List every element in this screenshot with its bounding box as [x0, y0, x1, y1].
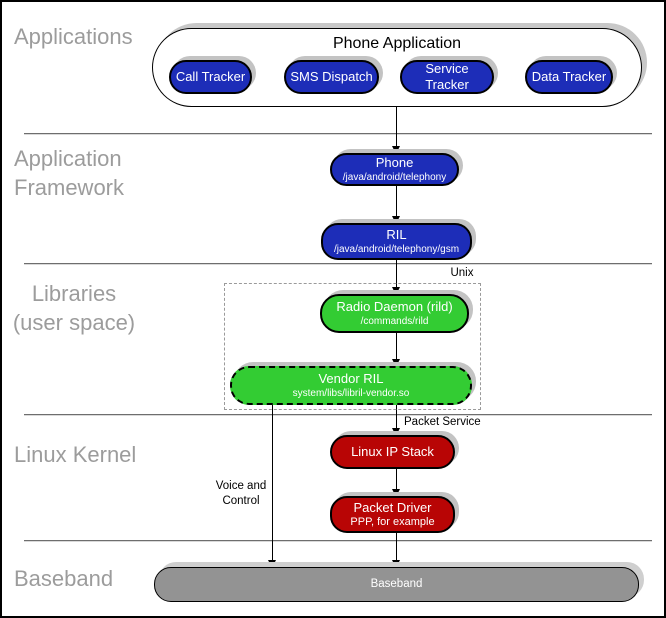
node-subtitle: system/libs/libril-vendor.so: [292, 387, 410, 399]
node-baseband: Baseband: [154, 567, 639, 602]
phone-application-title: Phone Application: [332, 35, 462, 52]
node-subtitle: PPP, for example: [350, 516, 435, 529]
arrow-phoneapp-to-phone: [392, 107, 400, 154]
arrowhead-icon: [392, 489, 400, 497]
node-title: Linux IP Stack: [351, 443, 434, 459]
node-label: Service Tracker: [425, 60, 469, 92]
divider-libraries-kernel: [24, 414, 652, 416]
layer-label-libraries: Libraries (user space): [12, 281, 136, 336]
node-label: SMS Dispatch: [290, 68, 373, 84]
node-phone: Phone /java/android/telephony: [330, 153, 459, 186]
node-title: Baseband: [370, 578, 423, 591]
divider-applications-framework: [24, 133, 652, 135]
layer-label-applications: Applications: [14, 24, 133, 49]
layer-label-linux-kernel: Linux Kernel: [14, 442, 137, 467]
node-radio-daemon: Radio Daemon (rild) /commands/rild: [320, 294, 469, 333]
node-label: Call Tracker: [175, 68, 246, 84]
node-packet-driver: Packet Driver PPP, for example: [330, 496, 455, 533]
layer-label-application-framework: Application Framework: [14, 146, 125, 201]
node-title: Vendor RIL: [318, 371, 384, 387]
arrow-ril-to-radio-daemon: [392, 260, 400, 295]
arrowhead-icon: [392, 216, 400, 224]
node-sms-dispatch: SMS Dispatch: [284, 60, 379, 94]
arrow-ip-stack-to-packet-driver: [392, 469, 400, 497]
arrow-phone-to-ril: [392, 186, 400, 224]
arrowhead-icon: [392, 287, 400, 295]
node-call-tracker: Call Tracker: [169, 60, 252, 94]
arrow-packet-driver-to-baseband: [392, 533, 400, 568]
divider-kernel-baseband: [24, 540, 652, 542]
node-title: RIL: [386, 227, 407, 243]
node-title: Radio Daemon (rild): [336, 299, 453, 315]
packet-service-label: Packet Service: [404, 416, 481, 428]
divider-framework-libraries: [24, 263, 652, 265]
arrowhead-icon: [392, 560, 400, 568]
arrowhead-icon: [392, 146, 400, 154]
node-title: Phone: [375, 155, 414, 171]
node-subtitle: /java/android/telephony/gsm: [333, 243, 460, 255]
voice-control-label: Voice and Control: [215, 480, 267, 507]
node-ril: RIL /java/android/telephony/gsm: [321, 223, 472, 260]
node-subtitle: /java/android/telephony: [342, 171, 447, 183]
unix-label: Unix: [450, 267, 474, 279]
node-vendor-ril: Vendor RIL system/libs/libril-vendor.so: [230, 366, 472, 405]
node-label: Data Tracker: [531, 68, 607, 84]
arrow-radio-daemon-to-vendor-ril: [392, 333, 400, 367]
node-title: Packet Driver: [353, 499, 432, 515]
node-subtitle: /commands/rild: [360, 315, 429, 327]
arrow-vendor-ril-to-ip-stack: [392, 405, 400, 436]
layer-label-baseband: Baseband: [14, 566, 114, 591]
arrow-vendor-ril-to-baseband-voice: [268, 405, 276, 568]
node-data-tracker: Data Tracker: [525, 60, 613, 94]
node-service-tracker: Service Tracker: [400, 60, 494, 94]
unix-boundary-box: [224, 283, 481, 410]
node-linux-ip-stack: Linux IP Stack: [330, 435, 455, 469]
arrowhead-icon: [268, 560, 276, 568]
arrowhead-icon: [392, 428, 400, 436]
arrowhead-icon: [392, 359, 400, 367]
